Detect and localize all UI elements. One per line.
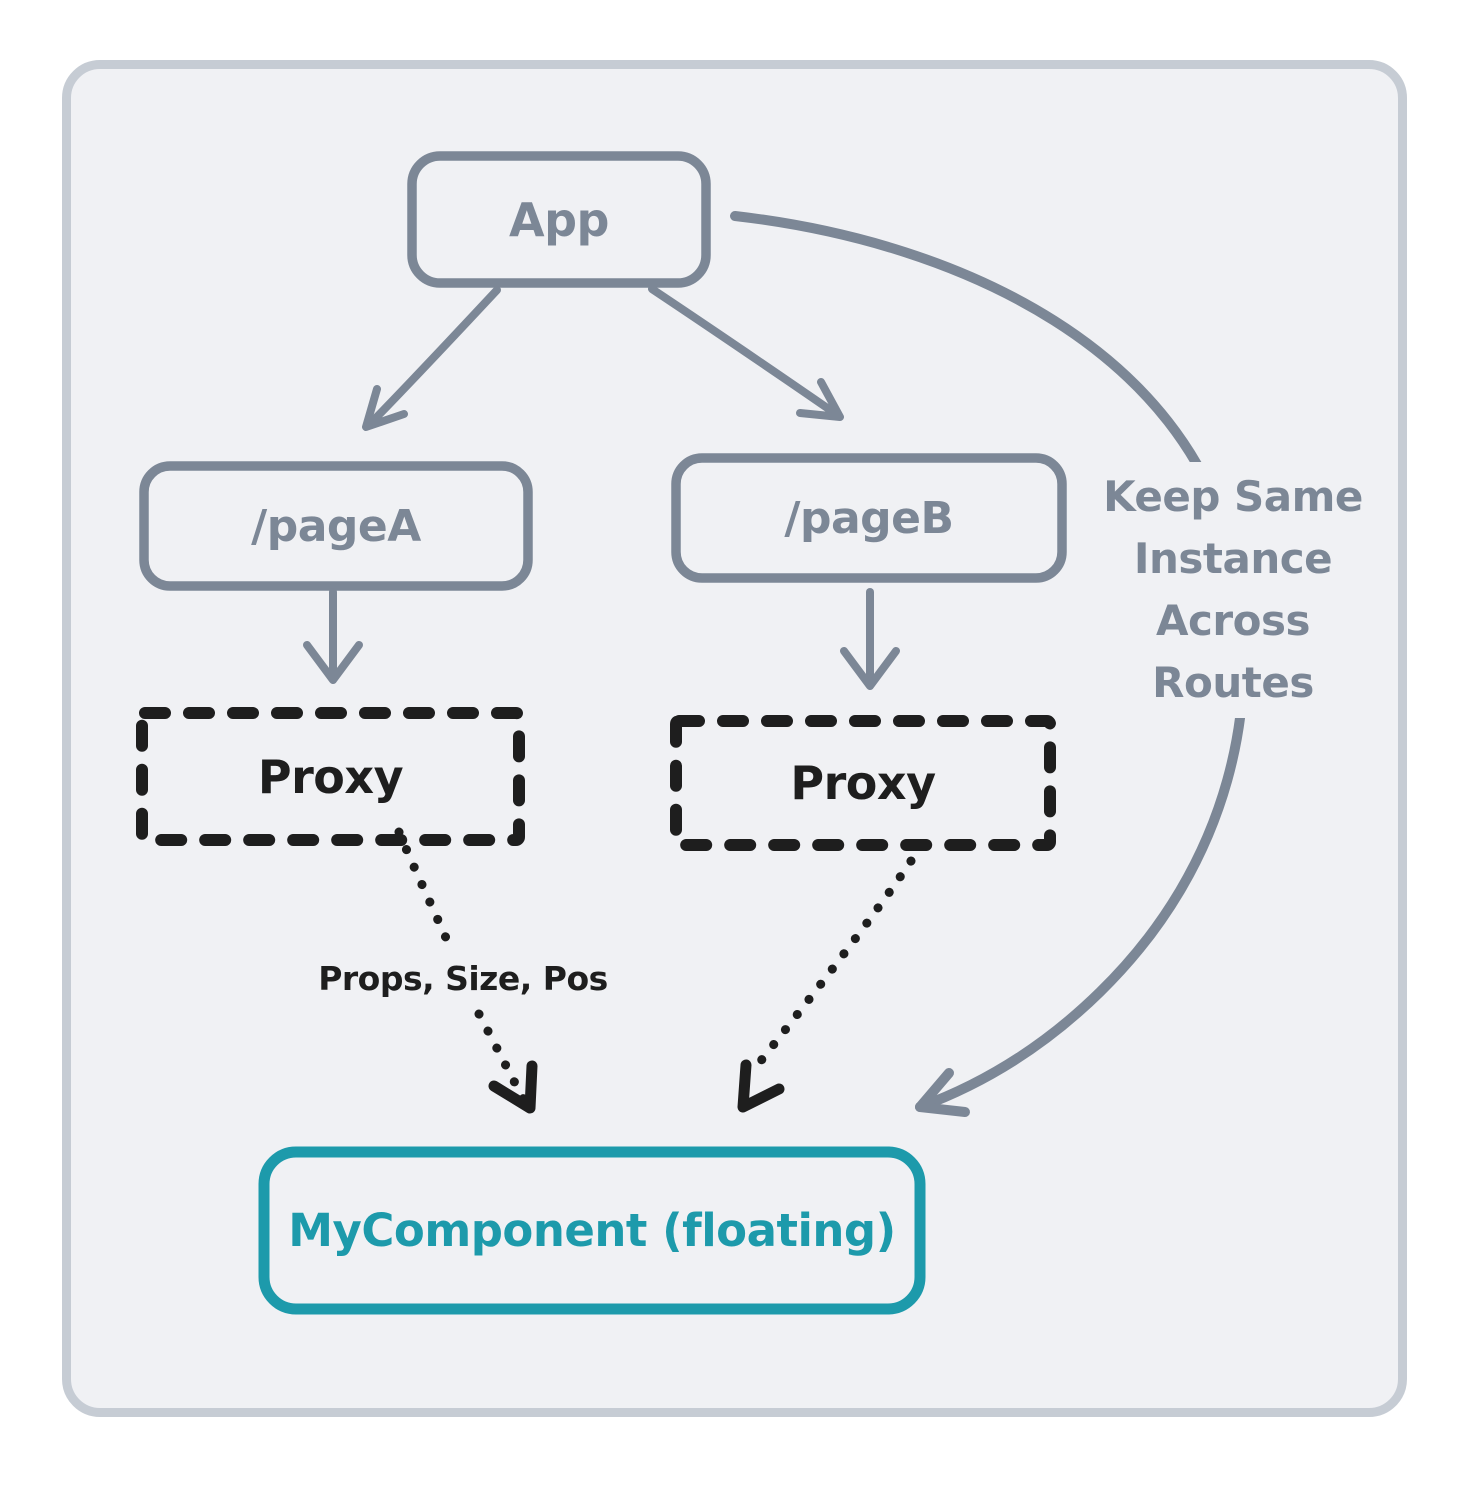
edge-label-keep-same-line-1: Keep Same [1103, 472, 1363, 521]
app-node-label: App [509, 192, 609, 247]
page-b-node-label: /pageB [784, 492, 954, 544]
edge-label-props: Props, Size, Pos [318, 950, 608, 1006]
my-component-node-box [258, 1146, 926, 1315]
my-component-node-label: MyComponent (floating) [288, 1204, 896, 1257]
edge-label-keep-same-line-3: Across [1156, 596, 1310, 645]
proxy-b-node-box [670, 715, 1056, 851]
edge-proxyb-component-dotted-arrow [737, 856, 916, 1113]
page-a-node-box [139, 461, 533, 591]
edge-label-keep-same-line-2: Instance [1133, 534, 1333, 583]
diagram-panel [62, 60, 1407, 1417]
proxy-a-node-label: Proxy [257, 749, 404, 804]
proxy-a-node-box [136, 707, 525, 846]
page-b-node-box [671, 453, 1067, 583]
app-node-box [407, 151, 711, 288]
edge-label-keep-same-line-4: Routes [1152, 658, 1314, 707]
edge-label-keep-same-instance: Keep Same Instance Across Routes [1103, 462, 1363, 718]
edge-proxya-component-dotted-arrow [394, 827, 538, 1114]
proxy-b-node-label: Proxy [790, 756, 936, 810]
edge-app-pagea-arrow [362, 286, 501, 431]
edge-pageb-proxyb-arrow [840, 588, 900, 690]
page-a-node-label: /pageA [251, 500, 421, 552]
edge-pagea-proxya-arrow [303, 588, 363, 684]
edge-app-pageb-arrow [648, 285, 844, 421]
